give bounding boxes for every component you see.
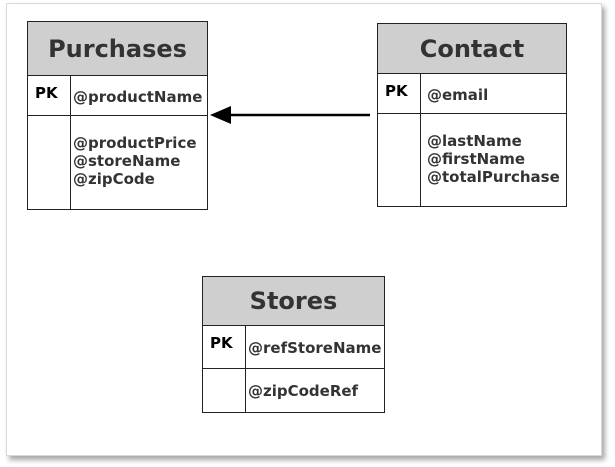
pk-field: @email (421, 74, 488, 113)
attribute-list: @lastName @firstName @totalPurchase (421, 114, 560, 206)
field-name: @refStoreName (248, 339, 382, 357)
entity-contact: Contact PK @email @lastName @firstName @… (377, 23, 567, 207)
field-name: @email (427, 86, 489, 104)
field-name: @totalPurchase (427, 168, 560, 186)
field-name: @firstName (427, 150, 526, 168)
entity-title: Contact (378, 24, 566, 74)
pk-field: @refStoreName (246, 326, 381, 368)
entity-purchases: Purchases PK @productName @productPrice … (27, 21, 208, 210)
field-name: @productPrice (73, 134, 197, 152)
key-column-spacer (378, 114, 421, 206)
pk-label: PK (28, 76, 71, 115)
entity-title: Purchases (28, 22, 207, 76)
key-column-spacer (203, 369, 246, 412)
field-name: @productName (73, 88, 203, 106)
field-name: @zipCode (73, 170, 155, 188)
pk-label: PK (378, 74, 421, 113)
pk-field: @productName (71, 76, 202, 115)
attribute-list: @productPrice @storeName @zipCode (71, 116, 197, 209)
field-name: @lastName (427, 132, 522, 150)
entity-stores: Stores PK @refStoreName @zipCodeRef (202, 276, 385, 413)
entity-title: Stores (203, 277, 384, 326)
field-name: @zipCodeRef (248, 382, 359, 400)
field-name: @storeName (73, 152, 181, 170)
attribute-list: @zipCodeRef (246, 369, 358, 412)
arrowhead-icon (210, 106, 231, 124)
pk-label: PK (203, 326, 246, 368)
key-column-spacer (28, 116, 71, 209)
